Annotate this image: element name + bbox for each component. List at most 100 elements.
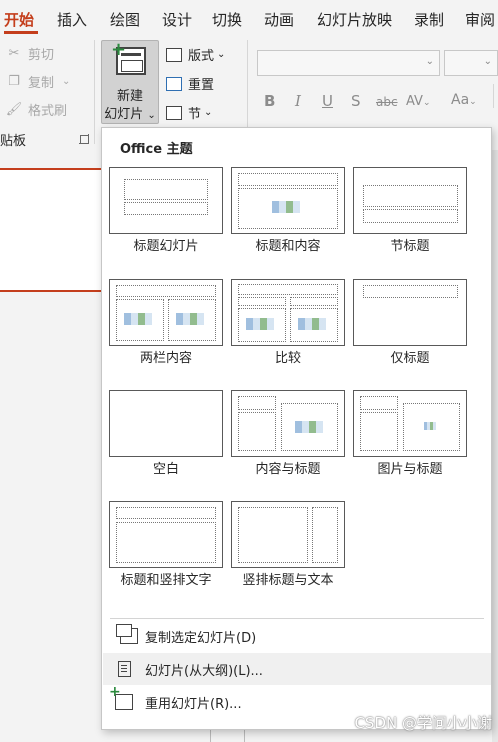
layout-thumb-title-vertical-text[interactable] [109, 501, 223, 568]
new-slide-icon [116, 47, 146, 75]
layout-label: 两栏内容 [139, 351, 192, 366]
format-painter-label: 格式刷 [28, 104, 68, 119]
slide-editor-area [0, 150, 101, 742]
layout-thumb-picture-caption[interactable] [353, 390, 467, 457]
new-slide-dropdown: Office 主题 标题幻灯片 标题和内容 节标题 两栏内容 比较 仅标题 [101, 127, 492, 730]
italic-button[interactable]: I [295, 92, 301, 110]
copy-button[interactable]: ❐ 复制 ⌄ [6, 72, 70, 91]
slide-canvas[interactable] [0, 168, 101, 292]
chevron-down-icon: ⌄ [469, 97, 477, 107]
layout-label: 图片与标题 [377, 462, 443, 477]
layout-label: 比较 [274, 351, 301, 366]
chevron-down-icon: ⌄ [147, 110, 156, 121]
picture-placeholder-icon [424, 422, 436, 430]
chevron-down-icon: ⌄ [483, 56, 492, 67]
group-divider [94, 40, 95, 144]
section-icon [166, 105, 182, 120]
bold-button[interactable]: B [264, 92, 276, 110]
layout-thumb-title-content[interactable] [231, 167, 345, 234]
reset-icon [166, 76, 182, 91]
layout-label: 标题幻灯片 [133, 239, 199, 254]
layout-label: 空白 [152, 462, 179, 477]
new-slide-label-line2: 幻灯片 ⌄ [104, 107, 156, 122]
layout-thumb-two-content[interactable] [109, 279, 223, 346]
layout-label: 内容与标题 [255, 462, 321, 477]
tab-review[interactable]: 审阅 [465, 11, 496, 29]
layout-label: 标题和内容 [255, 239, 321, 254]
copy-label: 复制 [28, 76, 55, 91]
divider [244, 718, 245, 742]
paintbrush-icon: 🖌 [5, 102, 23, 117]
content-placeholder-icon [124, 313, 152, 325]
layout-thumb-comparison[interactable] [231, 279, 345, 346]
section-label: 节 [188, 107, 202, 122]
character-spacing-label: AV [406, 94, 423, 109]
tab-animations[interactable]: 动画 [264, 11, 295, 29]
tab-home[interactable]: 开始 [4, 11, 35, 29]
menu-divider [110, 618, 484, 619]
content-placeholder-icon [298, 318, 326, 330]
font-size-dropdown[interactable]: ⌄ [444, 50, 498, 76]
duplicate-slide-icon [116, 624, 138, 644]
slides-from-outline-menu-item[interactable]: 幻灯片(从大纲)(L)... [103, 653, 491, 685]
chevron-down-icon[interactable]: ⌄ [62, 76, 71, 87]
copy-icon: ❐ [8, 74, 20, 89]
reuse-slides-menu-item[interactable]: 重用幻灯片(R)... [103, 684, 491, 718]
divider [210, 718, 211, 742]
section-button[interactable]: 节 ⌄ [166, 103, 212, 122]
layout-thumb-title-only[interactable] [353, 279, 467, 346]
chevron-down-icon: ⌄ [422, 98, 431, 108]
chevron-down-icon: ⌄ [217, 49, 226, 60]
layout-thumb-blank[interactable] [109, 390, 223, 457]
gallery-title: Office 主题 [120, 142, 193, 157]
tab-design[interactable]: 设计 [162, 11, 193, 29]
layout-thumb-content-caption[interactable] [231, 390, 345, 457]
layout-thumb-title-slide[interactable] [109, 167, 223, 234]
content-placeholder-icon [295, 421, 323, 433]
text-shadow-button[interactable]: S [351, 92, 361, 110]
layout-thumb-vertical-title-text[interactable] [231, 501, 345, 568]
chevron-down-icon: ⌄ [425, 56, 434, 67]
reset-label: 重置 [188, 78, 215, 93]
layout-label: 版式 [188, 49, 215, 64]
content-placeholder-icon [246, 318, 274, 330]
active-tab-indicator [4, 31, 38, 34]
group-divider [493, 84, 494, 108]
character-spacing-button[interactable]: AV⌄ [406, 94, 431, 109]
tab-transitions[interactable]: 切换 [212, 11, 243, 29]
dialog-launcher-icon[interactable] [79, 134, 89, 144]
layout-icon [166, 47, 182, 62]
underline-button[interactable]: U [322, 92, 333, 110]
cut-button[interactable]: ✂ 剪切 [6, 44, 54, 63]
scrollbar-track[interactable] [492, 150, 498, 742]
menu-item-label: 复制选定幻灯片(D) [145, 630, 257, 646]
tab-record[interactable]: 录制 [414, 11, 445, 29]
menu-item-label: 重用幻灯片(R)... [145, 696, 242, 712]
change-case-button[interactable]: Aa⌄ [451, 92, 477, 108]
layout-button[interactable]: 版式 ⌄ [166, 45, 225, 64]
clipboard-group-label: 贴板 [0, 134, 27, 149]
watermark: CSDN @学问小小谢 [354, 714, 492, 732]
duplicate-slides-menu-item[interactable]: 复制选定幻灯片(D) [103, 620, 491, 652]
group-divider [247, 40, 248, 144]
layout-label: 标题和竖排文字 [120, 573, 212, 588]
tab-draw[interactable]: 绘图 [110, 11, 141, 29]
format-painter-button[interactable]: 🖌 格式刷 [6, 100, 67, 119]
content-placeholder-icon [272, 201, 300, 213]
menu-item-label: 幻灯片(从大纲)(L)... [145, 663, 263, 679]
font-name-dropdown[interactable]: ⌄ [257, 50, 440, 76]
layout-label: 仅标题 [390, 351, 430, 366]
tab-insert[interactable]: 插入 [57, 11, 88, 29]
new-slide-button[interactable]: + 新建 幻灯片 ⌄ [101, 40, 159, 124]
scissors-icon: ✂ [8, 46, 20, 61]
reset-button[interactable]: 重置 [166, 74, 214, 93]
change-case-label: Aa [451, 92, 470, 108]
outline-document-icon [118, 661, 131, 677]
new-slide-label-line1: 新建 [116, 89, 143, 104]
ribbon-tab-bar: 开始 插入 绘图 设计 切换 动画 幻灯片放映 录制 审阅 [0, 0, 498, 36]
strikethrough-button[interactable]: abc [376, 95, 398, 109]
layout-thumb-section-header[interactable] [353, 167, 467, 234]
tab-slideshow[interactable]: 幻灯片放映 [317, 11, 393, 29]
chevron-down-icon: ⌄ [204, 107, 213, 118]
reuse-slides-icon [109, 684, 133, 710]
